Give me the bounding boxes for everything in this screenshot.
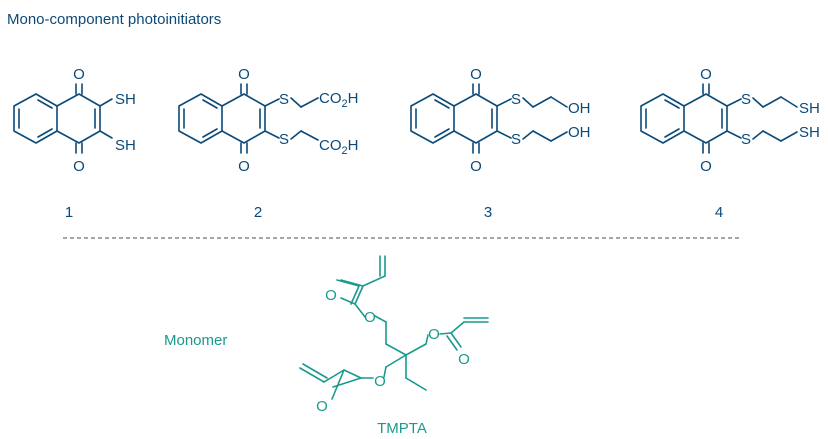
compound-3-structure xyxy=(410,83,568,154)
compound-4-sulfur-top: S xyxy=(741,91,751,108)
compound-2-acid-bottom-sub: 2 xyxy=(342,145,348,157)
monomer-section: Monomer xyxy=(164,255,489,437)
compound-3-sulfur-top: S xyxy=(511,91,521,108)
monomer-label: Monomer xyxy=(164,332,227,349)
compound-2-structure xyxy=(178,83,319,154)
tmpta-carbonyl-o-left: O xyxy=(316,398,328,415)
compound-3-number: 3 xyxy=(484,204,492,221)
compound-2-acid-bottom-co: CO xyxy=(319,137,342,154)
compound-4-structure xyxy=(640,83,798,154)
compound-3-carbonyl-o-top: O xyxy=(470,66,482,83)
compound-2-acid-bottom-h: H xyxy=(348,137,359,154)
compound-2-acid-top-sub: 2 xyxy=(342,98,348,110)
compound-2-sulfur-bottom: S xyxy=(279,131,289,148)
compound-1-thiol-top: SH xyxy=(115,91,136,108)
compound-4-number: 4 xyxy=(715,204,723,221)
tmpta-carbonyl-o-right: O xyxy=(458,351,470,368)
compound-2-sulfur-top: S xyxy=(279,91,289,108)
compound-3: O O S OH S OH 3 xyxy=(410,66,591,221)
compound-2: O O S CO2H S CO2H 2 xyxy=(178,66,358,221)
compound-1-carbonyl-o-top: O xyxy=(73,66,85,83)
compound-2-carbonyl-o-top: O xyxy=(238,66,250,83)
compound-2-number: 2 xyxy=(254,204,262,221)
compound-3-hydroxyl-top: OH xyxy=(568,100,591,117)
compound-2-acid-top: CO2H xyxy=(319,90,358,110)
tmpta-carbonyl-o-upper: O xyxy=(325,287,337,304)
scheme-heading: Mono-component photoinitiators xyxy=(7,11,221,28)
compound-2-acid-bottom: CO2H xyxy=(319,137,358,157)
compound-1-structure xyxy=(13,83,113,154)
compound-1-number: 1 xyxy=(65,204,73,221)
compound-1: O O SH SH 1 xyxy=(13,66,136,221)
compound-2-acid-top-h: H xyxy=(348,90,359,107)
monomer-name: TMPTA xyxy=(377,420,427,437)
compound-4-carbonyl-o-top: O xyxy=(700,66,712,83)
compound-4-carbonyl-o-bottom: O xyxy=(700,158,712,175)
compound-2-carbonyl-o-bottom: O xyxy=(238,158,250,175)
compound-1-carbonyl-o-bottom: O xyxy=(73,158,85,175)
compound-4-thiol-top: SH xyxy=(799,100,820,117)
tmpta-ester-o-right: O xyxy=(428,326,440,343)
compound-3-hydroxyl-bottom: OH xyxy=(568,124,591,141)
compound-4-thiol-bottom: SH xyxy=(799,124,820,141)
tmpta-ester-o-left: O xyxy=(374,373,386,390)
compound-1-thiol-bottom: SH xyxy=(115,137,136,154)
compound-4: O O S SH S SH 4 xyxy=(640,66,820,221)
tmpta-structure xyxy=(299,255,489,400)
tmpta-ester-o-upper: O xyxy=(364,309,376,326)
compound-4-sulfur-bottom: S xyxy=(741,131,751,148)
compound-2-acid-top-co: CO xyxy=(319,90,342,107)
compound-3-sulfur-bottom: S xyxy=(511,131,521,148)
compound-3-carbonyl-o-bottom: O xyxy=(470,158,482,175)
